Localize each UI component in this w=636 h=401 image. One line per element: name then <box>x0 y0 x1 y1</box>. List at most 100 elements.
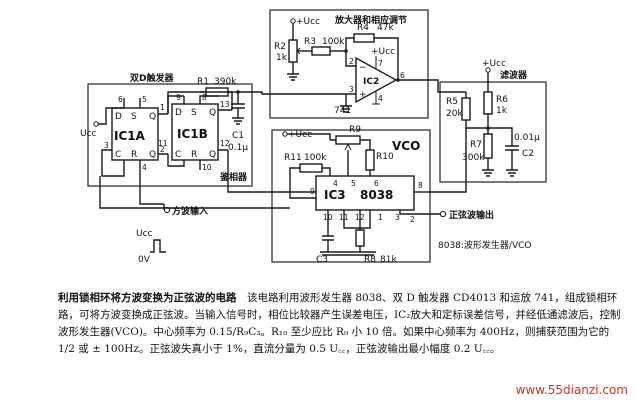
figure-caption: 利用锁相环将方波变换为正弦波的电路 该电路利用波形发生器 8038、双 D 触发… <box>58 290 626 358</box>
vco-section-box <box>271 129 431 263</box>
r8-value: 81k <box>380 255 397 265</box>
svg-text:5: 5 <box>142 95 147 104</box>
filter-title: 滤波器 <box>500 69 528 81</box>
svg-text:6: 6 <box>400 71 405 80</box>
filter-ucc-label: +Ucc <box>482 59 506 69</box>
svg-text:2: 2 <box>349 57 354 66</box>
svg-text:5: 5 <box>351 179 356 188</box>
svg-text:3: 3 <box>104 141 109 150</box>
ucc-top-terminal <box>290 18 296 24</box>
c2-value: 0.01μ <box>514 133 540 143</box>
ic3-label: IC3 <box>324 188 346 202</box>
dff-section-title: 双D触发器 <box>130 72 174 84</box>
svg-text:8: 8 <box>202 93 207 102</box>
svg-text:9: 9 <box>176 93 181 102</box>
r5-label: R5 <box>446 97 458 107</box>
svg-text:Q: Q <box>209 150 216 160</box>
r2-value: 1k <box>276 53 288 63</box>
svg-text:D: D <box>115 112 122 122</box>
r6-resistor <box>483 91 493 115</box>
r4-label: R4 <box>357 23 369 33</box>
r11-label: R11 <box>284 153 302 163</box>
vco-label: VCO <box>392 139 420 153</box>
zero-v-label: 0V <box>138 255 151 265</box>
amplifier-section-title: 放大器和相应调节 <box>334 14 407 26</box>
sine-output-label: 正弦波输出 <box>449 209 494 221</box>
r6-label: R6 <box>496 95 508 105</box>
ic3-part: 8038 <box>360 188 393 202</box>
c2-label: C2 <box>522 149 534 159</box>
r1-label: R1 <box>197 77 209 87</box>
svg-text:3: 3 <box>349 85 354 94</box>
ucc-left-label: Ucc <box>80 129 97 139</box>
square-input-label: 方波输入 <box>172 205 208 217</box>
r6-value: 1k <box>496 106 508 116</box>
svg-text:R: R <box>191 150 197 160</box>
ic1b-chip <box>171 103 219 161</box>
svg-text:4: 4 <box>142 163 147 172</box>
c1-value: 0.1μ <box>228 143 248 153</box>
r11-resistor <box>299 163 323 173</box>
r7-label: R7 <box>470 140 482 150</box>
ic1b-label: IC1B <box>177 127 208 141</box>
amplifier-section-box <box>269 9 429 119</box>
r10-label: R10 <box>376 152 394 162</box>
svg-text:R: R <box>131 150 137 160</box>
caption-body: 该电路利用波形发生器 8038、双 D 触发器 CD4013 和运放 741，组… <box>58 292 621 355</box>
amp-part-label: 741 <box>334 106 351 116</box>
ucc-wave-label: Ucc <box>136 229 153 239</box>
r7-resistor <box>483 133 493 159</box>
svg-text:8: 8 <box>418 181 423 190</box>
ic1a-label: IC1A <box>114 129 146 143</box>
ic3-chip <box>315 175 415 211</box>
svg-text:7: 7 <box>378 59 383 68</box>
svg-text:S: S <box>191 108 197 118</box>
r8-resistor <box>355 229 365 247</box>
r8-label: R8 <box>364 255 376 265</box>
svg-text:1: 1 <box>160 103 165 112</box>
generator-note: 8038:波形发生器/VCO <box>438 239 532 251</box>
r10-resistor <box>365 149 375 171</box>
r2-label: R2 <box>274 42 286 52</box>
r4-resistor <box>353 33 375 43</box>
svg-text:4: 4 <box>378 94 383 103</box>
ucc-top-label: +Ucc <box>296 17 320 27</box>
svg-text:6: 6 <box>118 95 123 104</box>
r3-resistor <box>311 46 331 56</box>
r3-value: 100k <box>322 37 345 47</box>
svg-text:10: 10 <box>202 163 212 172</box>
r3-label: R3 <box>304 37 316 47</box>
c1-label: C1 <box>232 131 244 141</box>
svg-text:3: 3 <box>395 213 400 222</box>
r5-value: 20k <box>446 109 463 119</box>
svg-text:4: 4 <box>333 179 338 188</box>
r11-value: 100k <box>304 153 327 163</box>
svg-text:D: D <box>175 108 182 118</box>
c3-label: C3 <box>316 255 328 265</box>
r5-resistor <box>461 97 471 121</box>
r9-label: R9 <box>349 125 361 135</box>
sine-output-terminal <box>439 210 447 218</box>
svg-text:C: C <box>175 150 181 160</box>
svg-text:Q: Q <box>209 108 216 118</box>
square-wave-symbol <box>150 239 166 253</box>
watermark: www.55dianzi.com <box>515 383 628 397</box>
ucc-amp-label: +Ucc <box>371 47 395 57</box>
filter-section-box <box>439 81 547 183</box>
r7-value: 300k <box>462 153 485 163</box>
svg-text:C: C <box>115 150 121 160</box>
r1-value: 390k <box>214 77 237 87</box>
phase-detector-label: 鉴相器 <box>219 171 248 183</box>
ucc-left-terminal <box>93 121 99 127</box>
svg-text:6: 6 <box>374 179 379 188</box>
svg-text:S: S <box>131 112 137 122</box>
svg-text:Q: Q <box>149 112 156 122</box>
svg-text:11: 11 <box>158 139 168 148</box>
ic1a-chip <box>111 107 159 161</box>
caption-title: 利用锁相环将方波变换为正弦波的电路 <box>58 292 237 304</box>
svg-text:12: 12 <box>220 139 230 148</box>
r2-potentiometer <box>288 39 298 63</box>
ic2-opamp-triangle <box>355 56 398 104</box>
svg-text:Q: Q <box>149 150 156 160</box>
svg-text:13: 13 <box>220 100 230 109</box>
